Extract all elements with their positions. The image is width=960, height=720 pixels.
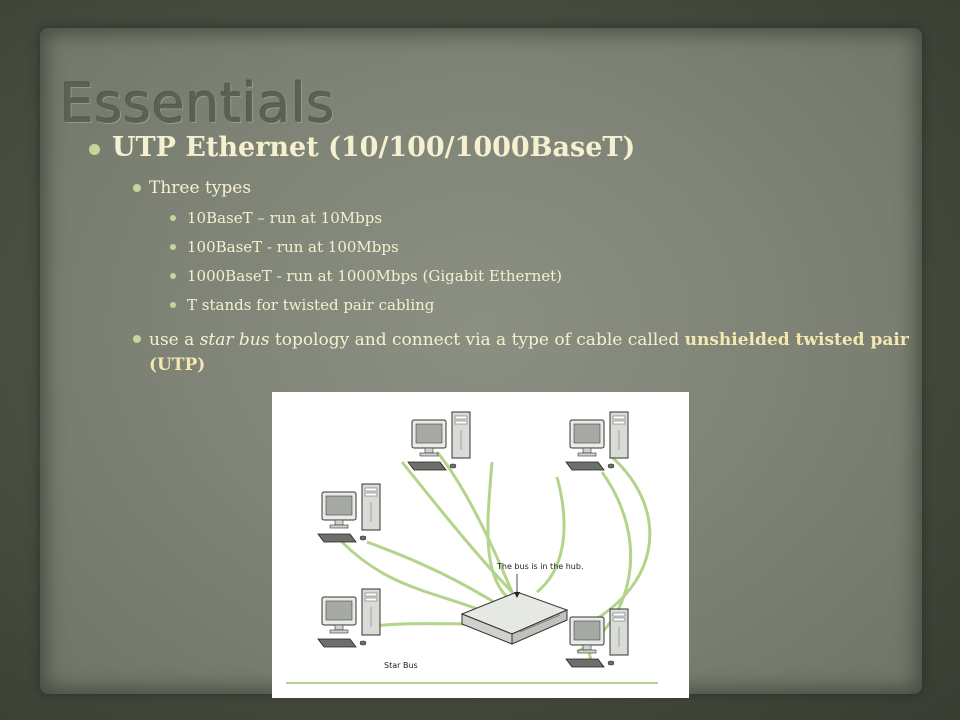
main-bullet: UTP Ethernet (10/100/1000BaseT)	[112, 132, 636, 163]
hub-label: The bus is in the hub.	[496, 562, 583, 571]
computer-bottom-left	[317, 588, 381, 648]
topology-emphasis: star bus	[199, 330, 270, 350]
bullet-dot	[170, 273, 176, 279]
types-heading: Three types	[149, 178, 252, 198]
topology-abbrev: (UTP)	[149, 355, 206, 375]
slide-title: Essentials	[60, 72, 336, 135]
bullet-dot	[89, 144, 100, 155]
bullet-dot	[133, 184, 141, 192]
hub	[460, 591, 569, 645]
computer-top-right	[565, 411, 629, 471]
topology-cable-name: unshielded twisted pair	[684, 330, 909, 350]
type-item-twisted-pair: T stands for twisted pair cabling	[187, 296, 435, 314]
bullet-dot	[170, 215, 176, 221]
topology-bullet: use a star bus topology and connect via …	[149, 328, 919, 378]
bullet-dot	[170, 302, 176, 308]
figure-caption: Star Bus	[384, 661, 418, 670]
star-bus-diagram: The bus is in the hub. Star Bus	[272, 392, 689, 698]
star-bus-svg: The bus is in the hub. Star Bus	[286, 411, 658, 684]
computer-bottom-right	[565, 608, 629, 668]
computer-top-left	[407, 411, 471, 471]
type-item-100baset: 100BaseT - run at 100Mbps	[187, 238, 399, 256]
type-item-10baset: 10BaseT – run at 10Mbps	[187, 209, 383, 227]
type-item-1000baset: 1000BaseT - run at 1000Mbps (Gigabit Eth…	[187, 267, 562, 285]
hub-pointer-arrow	[514, 592, 520, 598]
computer-middle-left	[317, 483, 381, 543]
bullet-dot	[133, 335, 141, 343]
topology-text: topology and connect via a type of cable…	[269, 330, 685, 350]
bullet-dot	[170, 244, 176, 250]
topology-text: use a	[149, 330, 200, 350]
